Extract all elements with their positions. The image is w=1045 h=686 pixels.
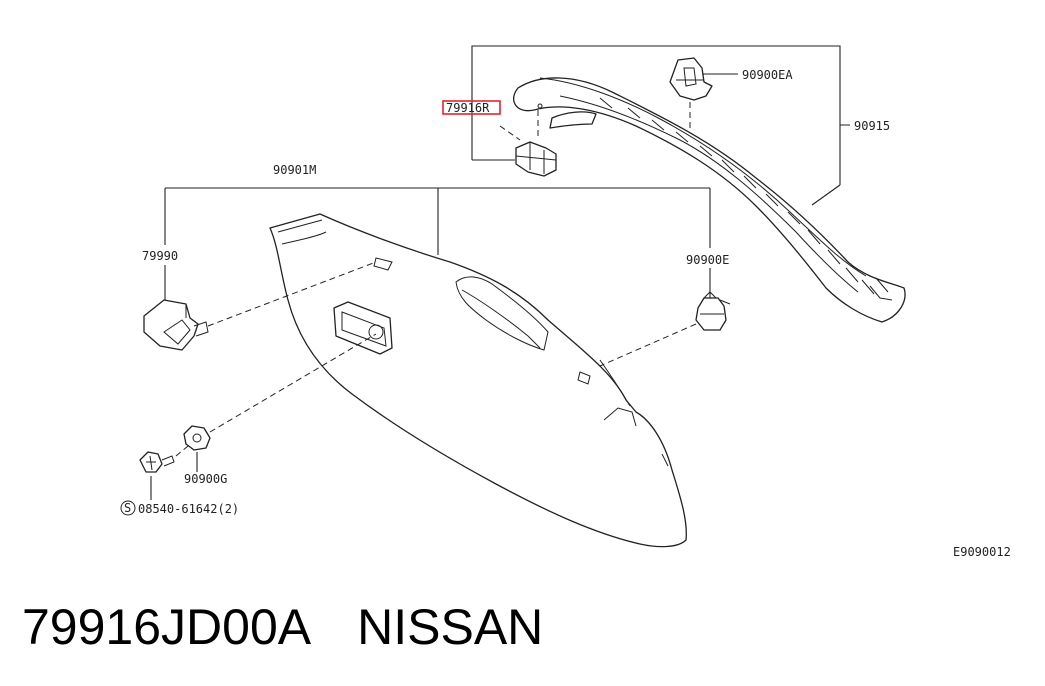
label-90900ea: 90900EA [742, 68, 793, 82]
finisher-upper-assembly [471, 45, 906, 323]
bracket-79990 [143, 299, 209, 351]
screw-symbol-circle [120, 500, 136, 516]
screw-symbol-letter: S [124, 501, 131, 515]
label-90901m: 90901M [273, 163, 316, 177]
clip-90900e [695, 291, 731, 331]
label-90900g: 90900G [184, 472, 227, 486]
highlight-box-79916r [442, 100, 501, 115]
caption-brand: NISSAN [357, 599, 544, 655]
clip-90900g [183, 425, 211, 451]
label-79990: 79990 [142, 249, 178, 263]
pad-79916r [549, 111, 597, 129]
part-caption: 79916JD00A NISSAN [22, 598, 543, 656]
label-79916r: 79916R [446, 101, 490, 115]
label-90915: 90915 [854, 119, 890, 133]
leader-90915 [811, 124, 850, 206]
side-finisher-body [269, 213, 687, 548]
bracket-90901m [164, 187, 711, 255]
side-finisher-panel [269, 213, 687, 548]
clip-79916r [515, 141, 557, 177]
bracket-upper-group [471, 45, 841, 185]
clip-90900ea [669, 57, 713, 101]
finisher-upper-part [513, 77, 906, 323]
caption-part-number: 79916JD00A [22, 599, 312, 655]
diagram-code: E9090012 [953, 545, 1011, 559]
label-90900e: 90900E [686, 253, 729, 267]
label-08540: 08540-61642(2) [138, 502, 239, 516]
panel-handle-recess [455, 276, 549, 351]
screw-08540 [139, 451, 175, 473]
